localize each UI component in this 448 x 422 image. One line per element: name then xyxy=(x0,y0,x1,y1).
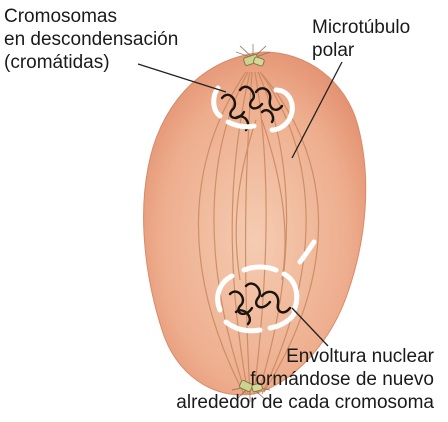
label-chromosomes-line-3: (cromátidas) xyxy=(4,51,178,74)
label-envelope-line-1: Envoltura nuclear xyxy=(176,345,434,368)
label-microtubule-line-2: polar xyxy=(312,39,410,62)
label-chromosomes: Cromosomas en descondensación (cromátida… xyxy=(4,5,178,74)
label-microtubule-line-1: Microtúbulo xyxy=(312,16,410,39)
label-envelope-line-3: alrededor de cada cromosoma xyxy=(176,391,434,414)
label-microtubule: Microtúbulo polar xyxy=(312,16,410,62)
label-envelope: Envoltura nuclear formándose de nuevo al… xyxy=(176,345,434,414)
cell-body xyxy=(144,52,366,395)
label-chromosomes-line-2: en descondensación xyxy=(4,28,178,51)
label-chromosomes-line-1: Cromosomas xyxy=(4,5,178,28)
label-envelope-line-2: formándose de nuevo xyxy=(176,368,434,391)
